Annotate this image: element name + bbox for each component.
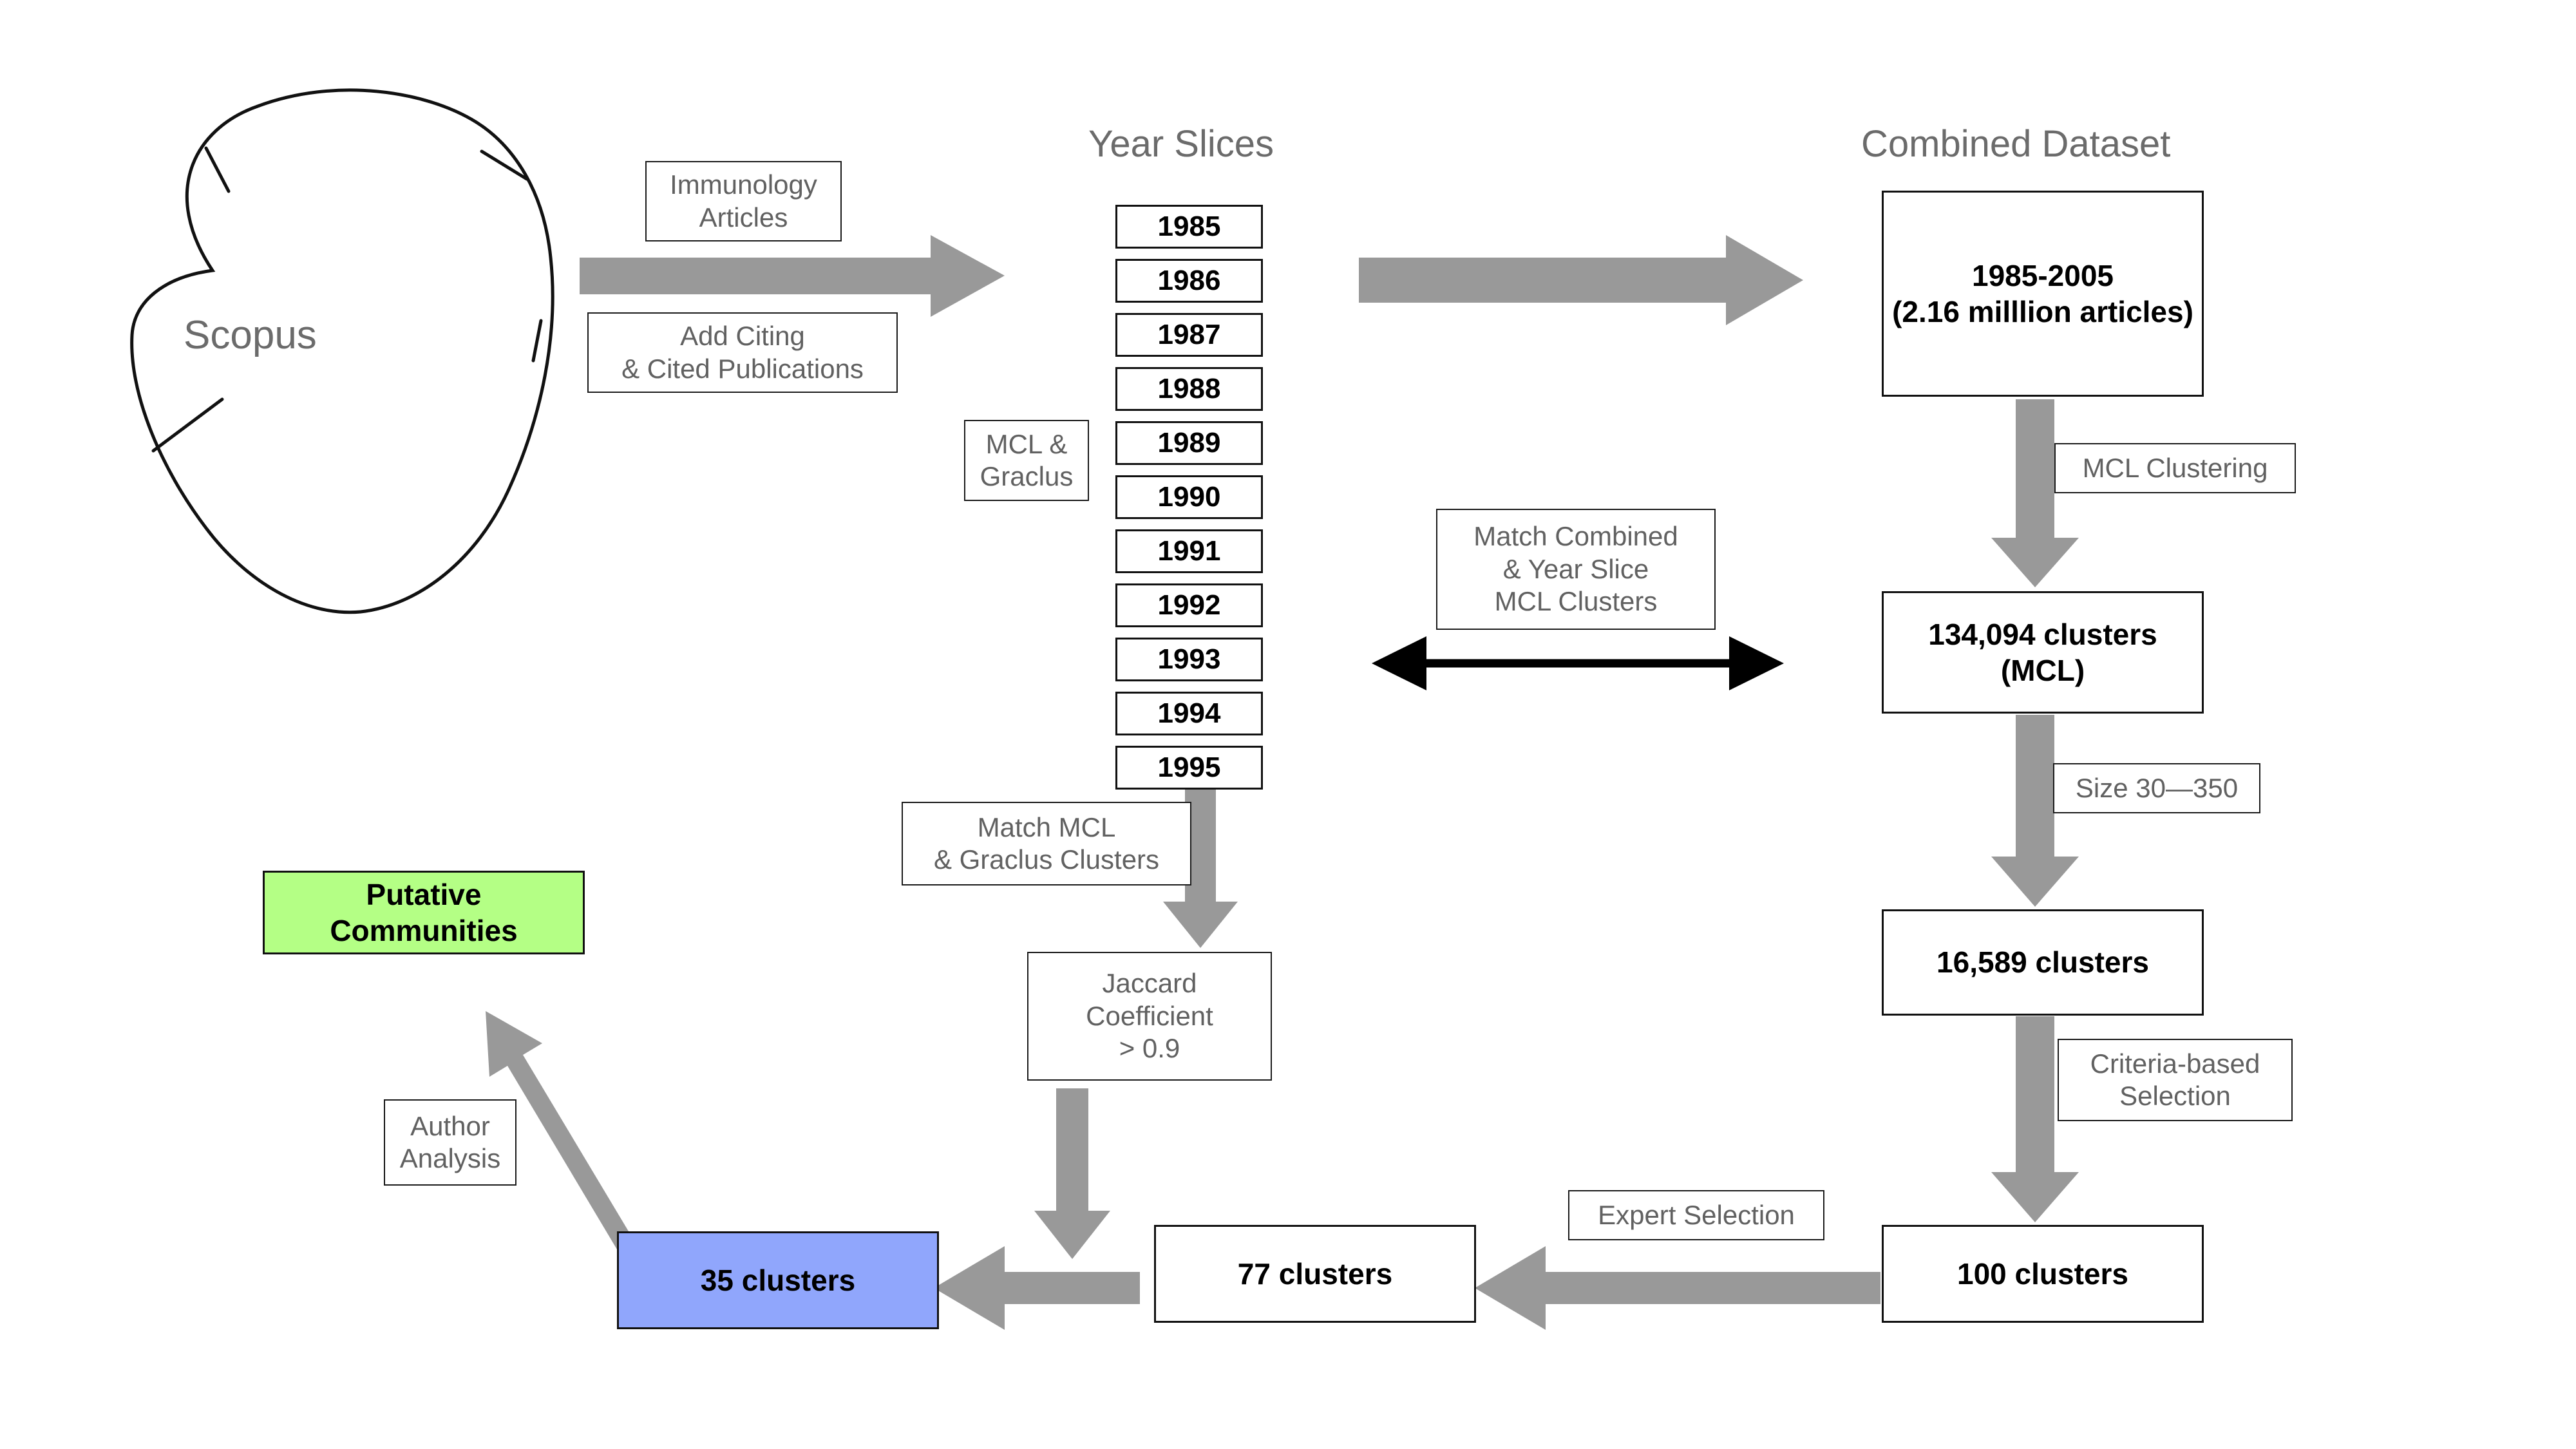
label-line: Analysis <box>399 1143 501 1173</box>
year-box-1992: 1992 <box>1115 583 1263 627</box>
node-clusters-35: 35 clusters <box>617 1231 939 1329</box>
label-mcl-graclus: MCL & Graclus <box>964 420 1089 501</box>
node-line: (MCL) <box>2000 654 2085 687</box>
label-line: Match MCL <box>977 811 1116 842</box>
node-clusters-16589: 16,589 clusters <box>1882 909 2204 1016</box>
label-line: MCL Clustering <box>2082 452 2268 483</box>
year-box-1995: 1995 <box>1115 746 1263 790</box>
node-clusters-77: 77 clusters <box>1154 1225 1476 1323</box>
label-mcl-clustering: MCL Clustering <box>2054 443 2296 493</box>
label-line: Match Combined <box>1473 521 1678 552</box>
node-line: 77 clusters <box>1237 1256 1393 1291</box>
label-immunology-articles: Immunology Articles <box>645 161 842 242</box>
year-box-1986: 1986 <box>1115 259 1263 303</box>
label-line: Jaccard <box>1102 968 1197 999</box>
label-line: & Year Slice <box>1502 553 1649 584</box>
scopus-label: Scopus <box>184 313 317 357</box>
label-line: MCL & <box>985 428 1068 459</box>
label-line: Selection <box>2119 1081 2231 1111</box>
arrow-77-to-35 <box>934 1246 1140 1330</box>
label-line: > 0.9 <box>1119 1033 1180 1064</box>
node-line: (2.16 milllion articles) <box>1892 295 2193 328</box>
label-line: MCL Clusters <box>1494 586 1658 617</box>
label-line: & Graclus Clusters <box>933 844 1160 875</box>
label-size-range: Size 30—350 <box>2053 763 2260 813</box>
label-match-combined-year-slice: Match Combined & Year Slice MCL Clusters <box>1436 509 1716 630</box>
label-line: Author <box>410 1110 490 1141</box>
label-author-analysis: Author Analysis <box>384 1099 516 1186</box>
year-box-1985: 1985 <box>1115 205 1263 249</box>
arrow-16589-to-100 <box>1991 1016 2079 1222</box>
label-criteria-based-selection: Criteria-based Selection <box>2058 1039 2293 1121</box>
arrow-100-to-77 <box>1475 1246 1880 1330</box>
arrow-scopus-to-years <box>580 235 1005 317</box>
node-line: 1985-2005 <box>1972 258 2114 292</box>
year-box-1994: 1994 <box>1115 692 1263 735</box>
label-add-citing-cited: Add Citing & Cited Publications <box>587 312 898 393</box>
scopus-blob-icon <box>130 88 554 614</box>
label-line: Articles <box>699 202 788 232</box>
label-line: Add Citing <box>680 321 805 352</box>
label-line: Size 30—350 <box>2075 772 2239 803</box>
year-box-1991: 1991 <box>1115 529 1263 573</box>
label-match-mcl-graclus: Match MCL & Graclus Clusters <box>902 802 1191 886</box>
arrow-134094-to-16589 <box>1991 715 2079 907</box>
node-clusters-100: 100 clusters <box>1882 1225 2204 1323</box>
node-clusters-134094: 134,094 clusters (MCL) <box>1882 591 2204 714</box>
year-box-1990: 1990 <box>1115 475 1263 519</box>
arrow-match-bidirectional <box>1372 636 1784 690</box>
node-line: 134,094 clusters <box>1928 617 2157 651</box>
node-line: Putative <box>366 877 482 911</box>
node-line: Communities <box>330 914 518 947</box>
node-line: 100 clusters <box>1957 1256 2128 1291</box>
label-line: Graclus <box>980 461 1074 491</box>
node-combined-years: 1985-2005 (2.16 milllion articles) <box>1882 191 2204 397</box>
label-line: Immunology <box>670 169 817 200</box>
label-line: & Cited Publications <box>621 353 864 384</box>
label-jaccard-coefficient: Jaccard Coefficient > 0.9 <box>1027 952 1272 1081</box>
arrow-35-to-putative <box>486 1011 644 1269</box>
heading-combined-dataset: Combined Dataset <box>1861 123 2171 165</box>
label-line: Criteria-based <box>2090 1048 2260 1079</box>
heading-year-slices: Year Slices <box>1088 123 1274 165</box>
arrow-combined-to-134094 <box>1991 399 2079 587</box>
year-box-1987: 1987 <box>1115 313 1263 357</box>
label-expert-selection: Expert Selection <box>1568 1190 1824 1240</box>
year-box-1988: 1988 <box>1115 367 1263 411</box>
arrow-years-to-jaccard <box>1163 779 1238 948</box>
year-box-1993: 1993 <box>1115 638 1263 681</box>
node-line: 35 clusters <box>700 1263 856 1297</box>
year-box-1989: 1989 <box>1115 421 1263 465</box>
arrow-jaccard-to-77 <box>1034 1088 1110 1259</box>
label-line: Expert Selection <box>1598 1199 1795 1230</box>
node-putative-communities: Putative Communities <box>263 871 585 954</box>
label-line: Coefficient <box>1086 1000 1213 1031</box>
node-line: 16,589 clusters <box>1937 945 2149 980</box>
arrow-years-to-combined <box>1359 235 1803 325</box>
